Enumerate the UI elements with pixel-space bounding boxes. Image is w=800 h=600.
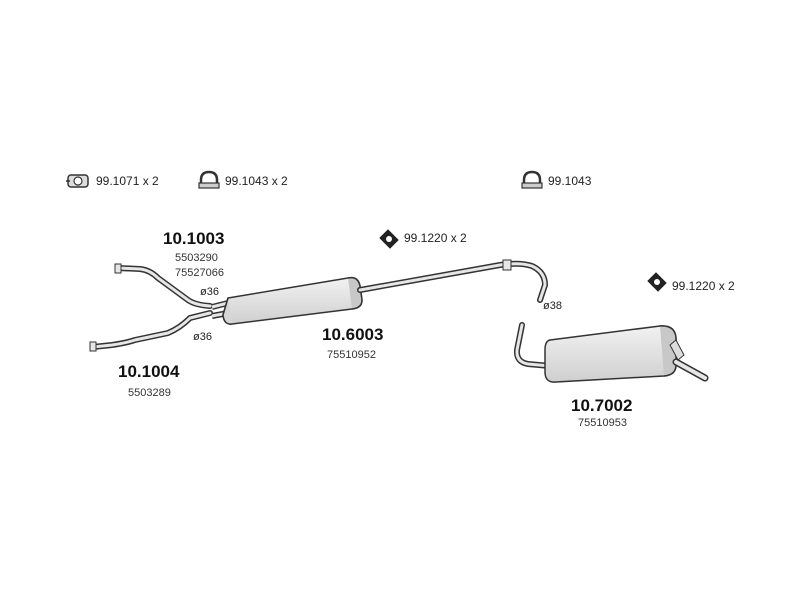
centre-muffler	[222, 276, 363, 325]
intermediate-pipe	[357, 259, 549, 303]
pipe-clamp-icon	[66, 174, 89, 188]
diameter-label: ø36	[200, 286, 219, 298]
part-reference: 5503289	[128, 387, 171, 399]
u-bolt-clamp-icon	[521, 170, 543, 189]
part-reference: 75510953	[578, 417, 627, 429]
rear-inlet-pipe	[513, 322, 553, 369]
accessory-label: 99.1220 x 2	[404, 231, 467, 245]
accessory-label: 99.1220 x 2	[672, 279, 735, 293]
diameter-label: ø36	[193, 331, 212, 343]
rubber-hanger-icon	[379, 229, 399, 249]
part-number: 10.1003	[163, 229, 225, 248]
front-pipe-upper	[114, 263, 213, 309]
part-number: 10.7002	[571, 396, 633, 415]
tail-pipe	[672, 358, 709, 382]
accessory-label: 99.1043	[548, 174, 592, 188]
part-number: 10.1004	[118, 362, 180, 381]
front-pipe-lower	[89, 310, 213, 352]
u-bolt-clamp-icon	[198, 170, 220, 189]
part-reference: 5503290	[175, 252, 218, 264]
accessory-label: 99.1043 x 2	[225, 174, 288, 188]
diameter-label: ø38	[543, 300, 562, 312]
part-reference: 75510952	[327, 349, 376, 361]
accessory-label: 99.1071 x 2	[96, 174, 159, 188]
rubber-hanger-icon	[647, 272, 667, 292]
rear-muffler	[544, 325, 685, 383]
part-reference: 75527066	[175, 267, 224, 279]
part-number: 10.6003	[322, 325, 384, 344]
